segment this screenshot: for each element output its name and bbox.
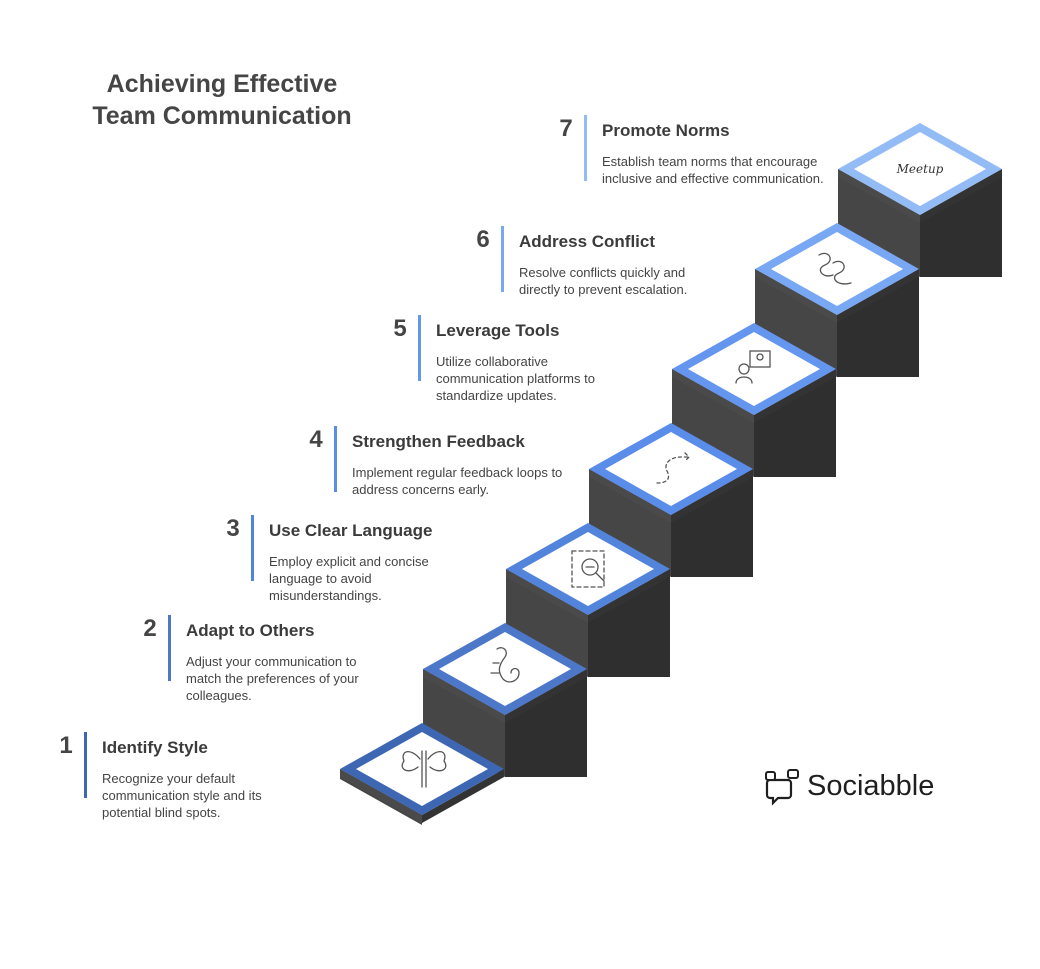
step-number: 7: [559, 115, 573, 142]
video-call-icon: [735, 350, 771, 384]
step-heading: Use Clear Language: [269, 521, 433, 540]
dotted-path-arrow-icon: [656, 452, 690, 484]
step-heading: Leverage Tools: [436, 321, 560, 340]
step-description: Employ explicit and concise language to …: [269, 554, 429, 603]
step-1: 1 Identify Style Recognize your default …: [59, 732, 302, 821]
step-heading: Strengthen Feedback: [352, 432, 525, 451]
step-6: 6 Address Conflict Resolve conflicts qui…: [476, 226, 719, 298]
stair-step-6: [755, 223, 919, 323]
title-line-2: Team Communication: [92, 102, 352, 130]
step-heading: Promote Norms: [602, 121, 730, 140]
step-description: Adjust your communication to match the p…: [186, 654, 359, 703]
stair-step-5: [672, 323, 836, 423]
sociabble-logo: Sociabble: [764, 768, 934, 808]
step-accent-bar: [251, 515, 254, 581]
stair-step-2: [423, 623, 587, 723]
speech-bubbles-icon: [765, 769, 799, 806]
step-number: 2: [143, 615, 157, 642]
step-number: 4: [309, 426, 323, 453]
brand-name: Sociabble: [807, 770, 935, 802]
stair-risers: [340, 169, 1002, 825]
tangled-lines-icon: [818, 252, 852, 285]
step-accent-bar: [501, 226, 504, 292]
step-2: 2 Adapt to Others Adjust your communicat…: [143, 615, 384, 704]
step-accent-bar: [334, 426, 337, 492]
butterfly-icon: [401, 750, 447, 788]
step-heading: Address Conflict: [519, 232, 656, 251]
step-description: Recognize your default communication sty…: [102, 771, 262, 820]
step-accent-bar: [168, 615, 171, 681]
step-number: 6: [476, 226, 490, 253]
meetup-text: Meetup: [896, 162, 944, 176]
step-accent-bar: [418, 315, 421, 381]
stair-step-3: [506, 523, 670, 623]
step-description: Utilize collaborative communication plat…: [436, 354, 595, 403]
step-5: 5 Leverage Tools Utilize collaborative c…: [393, 315, 636, 404]
magnifier-focus-icon: [571, 550, 605, 588]
title-line-1: Achieving Effective: [106, 70, 338, 98]
chameleon-icon: [490, 647, 520, 683]
step-number: 5: [393, 315, 407, 342]
meetup-icon: Meetup: [896, 162, 944, 176]
step-number: 3: [226, 515, 240, 542]
step-heading: Identify Style: [102, 738, 208, 757]
step-description: Resolve conflicts quickly and directly t…: [519, 265, 688, 297]
step-4: 4 Strengthen Feedback Implement regular …: [309, 426, 577, 498]
step-accent-bar: [584, 115, 587, 181]
stair-step-4: [589, 423, 753, 523]
diagram-title: Achieving Effective Team Communication: [72, 68, 372, 132]
step-accent-bar: [84, 732, 87, 798]
step-description: Establish team norms that encourage incl…: [602, 154, 824, 186]
step-3: 3 Use Clear Language Employ explicit and…: [226, 515, 467, 604]
step-number: 1: [59, 732, 73, 759]
step-7: 7 Promote Norms Establish team norms tha…: [559, 115, 827, 187]
stair-step-7: [838, 123, 1002, 223]
step-heading: Adapt to Others: [186, 621, 315, 640]
step-description: Implement regular feedback loops to addr…: [352, 465, 563, 497]
